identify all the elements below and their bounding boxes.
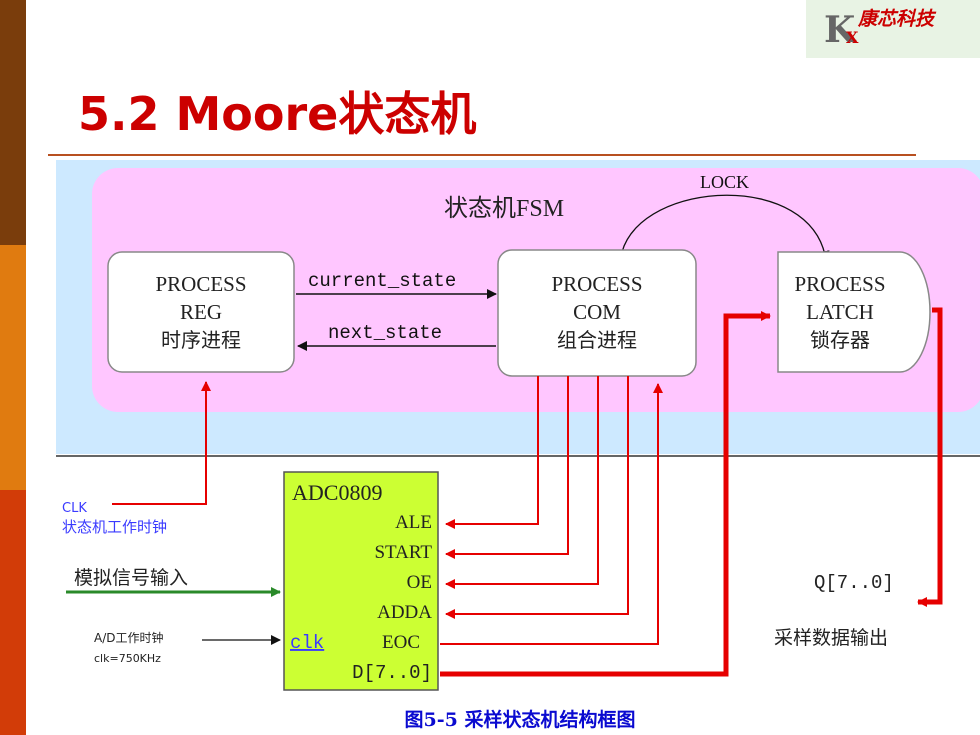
side-bar-top (0, 0, 26, 245)
com-line-3: 组合进程 (557, 329, 637, 352)
latch-line-2: LATCH (806, 300, 874, 324)
next-state-label: next_state (328, 322, 442, 344)
pin-data-bus: D[7..0] (352, 662, 432, 684)
title-divider (48, 154, 916, 156)
wire-data-bus (440, 311, 771, 677)
logo-letter: K (824, 9, 856, 51)
q-output-label: Q[7..0] (814, 572, 894, 594)
fsm-label: 状态机FSM (444, 195, 564, 222)
brand-logo: K X 康芯科技 (806, 0, 980, 58)
pin-clk: clk (290, 632, 324, 654)
wire-start (445, 376, 569, 559)
current-state-label: current_state (308, 270, 456, 292)
analog-input-label: 模拟信号输入 (74, 567, 188, 589)
reg-line-3: 时序进程 (161, 329, 241, 352)
page-title: 5.2 Moore状态机 (78, 87, 477, 141)
lock-label: LOCK (700, 172, 749, 192)
wire-eoc (440, 383, 663, 645)
figure-caption: 图5-5 采样状态机结构框图 (404, 709, 636, 731)
ad-clock-label: A/D工作时钟 (94, 630, 164, 645)
pin-start: START (374, 542, 432, 563)
reg-line-1: PROCESS (155, 272, 246, 296)
wire-clk (112, 381, 211, 505)
pin-eoc: EOC (382, 632, 420, 653)
wire-q-output (917, 307, 943, 607)
lock-arc (621, 194, 830, 261)
wire-ale (445, 376, 539, 529)
clk-label: CLK (62, 501, 87, 516)
sample-output-label: 采样数据输出 (774, 627, 888, 649)
clk-description: 状态机工作时钟 (62, 518, 167, 536)
side-bar-middle (0, 245, 26, 490)
pin-adda: ADDA (377, 602, 432, 623)
pin-oe: OE (407, 572, 432, 593)
wire-oe (445, 376, 599, 589)
ad-clock-frequency: clk=750KHz (94, 652, 161, 665)
pin-ale: ALE (395, 512, 432, 533)
fsm-diagram: 状态机FSM LOCK PROCESS REG 时序进程 PROCESS COM… (56, 160, 980, 700)
adc-name: ADC0809 (292, 480, 382, 505)
latch-process-box (777, 251, 931, 373)
latch-line-1: PROCESS (794, 272, 885, 296)
wire-adda (445, 376, 629, 619)
latch-line-3: 锁存器 (810, 329, 870, 352)
side-bar-bottom (0, 490, 26, 735)
reg-line-2: REG (180, 300, 222, 324)
com-line-1: PROCESS (551, 272, 642, 296)
logo-text: 康芯科技 (858, 8, 935, 30)
com-line-2: COM (573, 300, 621, 324)
diagram-canvas: 状态机FSM LOCK PROCESS REG 时序进程 PROCESS COM… (56, 160, 980, 691)
logo-sub-letter: X (846, 28, 859, 47)
adc0809-chip (283, 471, 439, 691)
reg-process-box (107, 251, 295, 373)
